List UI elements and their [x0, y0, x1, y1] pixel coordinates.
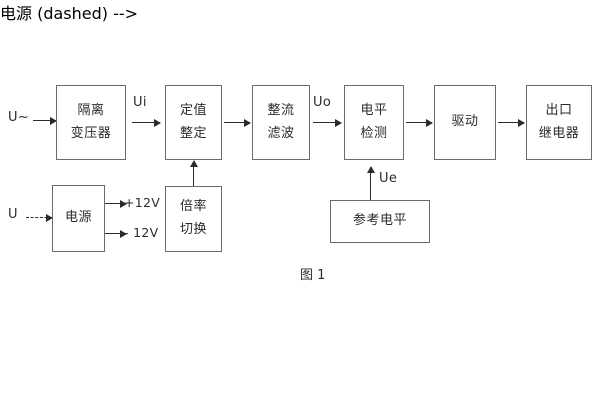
signal-label-uo: Uo [313, 95, 332, 110]
arrow-input-to-isolation-transformer [33, 116, 57, 125]
block-output-relay: 出口 继电器 [526, 85, 592, 160]
block-line-1: 参考电平 [352, 213, 407, 229]
block-line-1: 出口 [545, 102, 573, 118]
arrow-rectify-filter-to-level-detection [313, 118, 342, 127]
block-line-2: 切换 [179, 222, 207, 237]
block-line-1: 隔离 [77, 102, 105, 118]
block-line-1: 整流 [267, 102, 295, 118]
signal-label-ui: Ui [133, 95, 147, 110]
arrow-setting-to-rectify-filter [224, 118, 251, 127]
figure-caption: 图 1 [300, 268, 326, 283]
input-label-u-dc: U [8, 207, 18, 222]
block-drive: 驱动 [434, 85, 496, 160]
block-line-2: 变压器 [70, 125, 112, 141]
block-power-supply: 电源 [52, 185, 105, 252]
signal-label-ue: Ue [379, 171, 398, 186]
arrow-drive-to-output-relay [498, 118, 525, 127]
block-reference-level: 参考电平 [330, 200, 430, 243]
block-line-1: 电源 [64, 210, 92, 226]
arrow-input-to-power-supply [26, 213, 53, 222]
block-line-2: 检测 [360, 125, 388, 141]
rail-label-positive: +12V [124, 195, 161, 210]
block-setting-adjustment: 定值 整定 [165, 85, 222, 160]
block-level-detection: 电平 检测 [344, 85, 404, 160]
arrow-isolation-transformer-to-setting [132, 118, 161, 127]
block-line-2: 继电器 [538, 125, 580, 141]
block-multiplier-switch: 倍率 切换 [165, 186, 222, 252]
arrow-multiplier-switch-to-setting [189, 160, 198, 186]
block-line-2: 滤波 [267, 125, 295, 141]
input-label-u-ac: U~ [8, 110, 30, 125]
block-line-1: 倍率 [179, 199, 207, 215]
block-line-2: 整定 [179, 125, 207, 141]
block-line-1: 电平 [360, 102, 388, 118]
block-rectify-filter: 整流 滤波 [252, 85, 310, 160]
block-isolation-transformer: 隔离 变压器 [56, 85, 126, 160]
arrow-rail-positive [105, 199, 127, 208]
arrow-reference-level-to-level-detection [366, 166, 375, 200]
arrow-rail-negative [105, 229, 127, 238]
block-line-1: 定值 [179, 102, 207, 118]
rail-label-negative: - 12V [124, 225, 159, 240]
arrow-level-detection-to-drive [406, 118, 433, 127]
block-line-1: 驱动 [451, 114, 479, 130]
